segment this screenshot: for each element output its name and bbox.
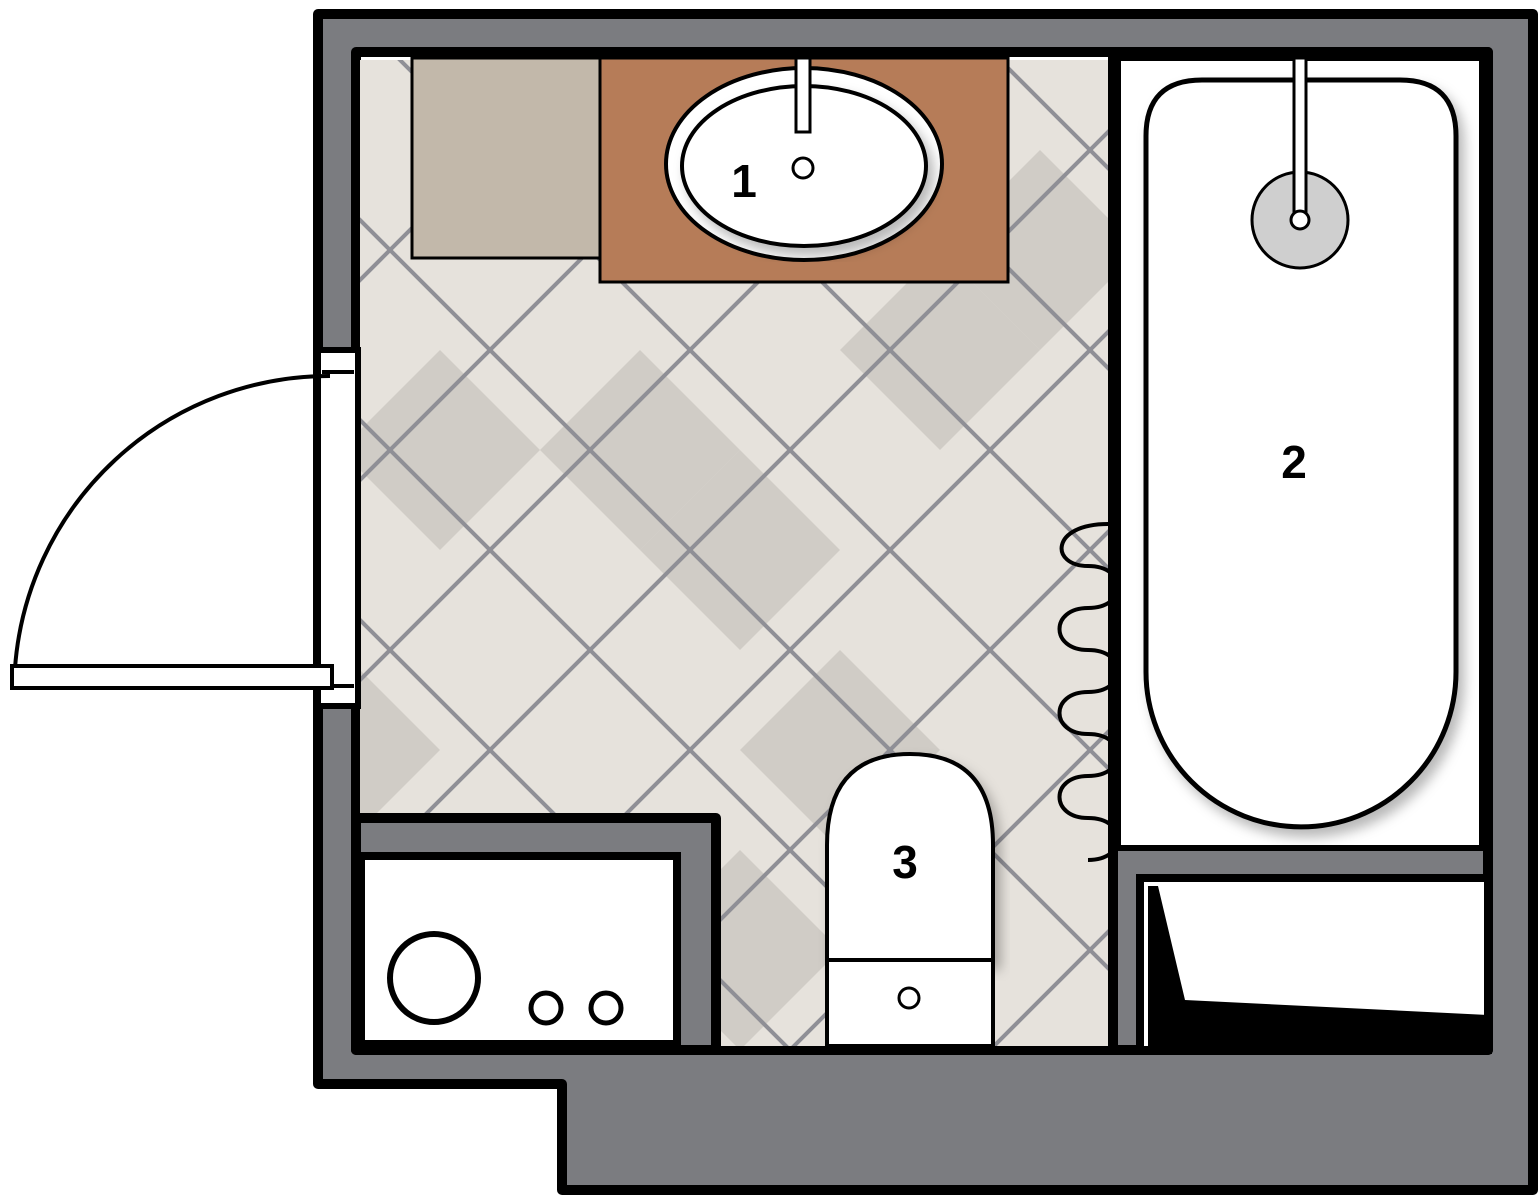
faucet-icon	[794, 56, 812, 134]
oval-sink-icon	[664, 56, 944, 262]
sink-drain-icon	[791, 156, 815, 180]
door-opening	[315, 347, 361, 709]
toilet-bowl	[825, 751, 995, 962]
washer-niche	[357, 852, 681, 1048]
sink-label: 1	[731, 155, 757, 207]
toilet-label: 3	[892, 836, 918, 888]
bathtub-icon: 2	[1143, 56, 1459, 830]
vanity: 1	[410, 56, 1010, 284]
toilet-icon: 3	[825, 751, 995, 1048]
bathtub-label: 2	[1281, 436, 1307, 488]
door-swing-icon	[13, 373, 331, 669]
bathtub-faucet-icon	[1292, 56, 1308, 222]
bathtub-basin	[1143, 77, 1459, 830]
washing-machine-drum-icon	[387, 931, 481, 1025]
door-leaf	[10, 664, 334, 690]
toilet-flush-button-icon	[897, 986, 921, 1010]
washer-knob-icon	[588, 990, 624, 1026]
dark-tiles	[360, 150, 1113, 1046]
washer-knob-icon	[528, 990, 564, 1026]
bathtub-drain-hole-icon	[1289, 209, 1311, 231]
vanity-cabinet	[410, 56, 604, 260]
shelf-niche	[1136, 874, 1492, 1054]
wedge-shelf-icon	[1148, 886, 1488, 1050]
door[interactable]	[10, 347, 361, 709]
heated-towel-rail-icon	[1057, 522, 1120, 862]
